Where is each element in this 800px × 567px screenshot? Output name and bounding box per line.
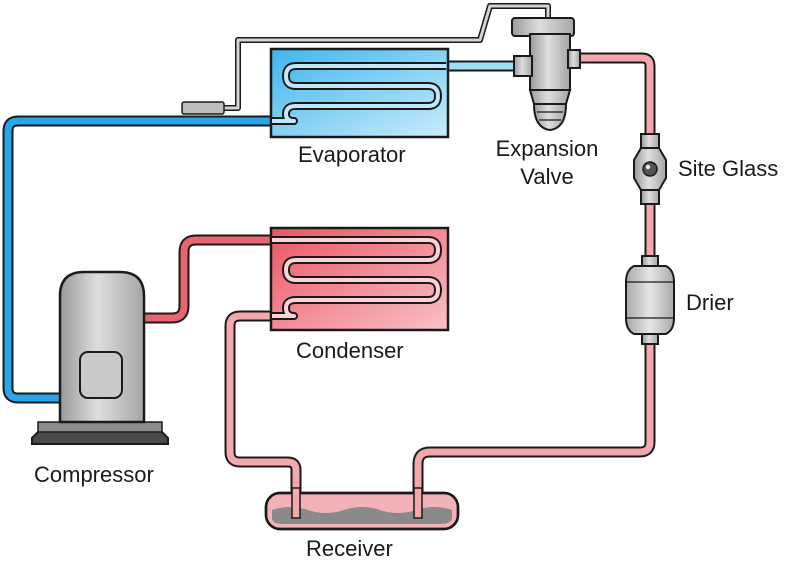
drier-label: Drier [686,290,734,315]
condenser-outlet-line [224,310,302,515]
liquid-line [412,52,656,515]
condenser [269,226,450,332]
sight-glass [633,133,667,205]
receiver-label: Receiver [306,536,393,561]
drier [625,255,675,345]
expansion-valve [511,17,581,132]
evaporator-label: Evaporator [298,142,406,167]
expansion-valve-label-line2: Valve [520,164,574,189]
capillary-tube [200,3,551,111]
sensing-bulb [181,101,225,115]
discharge-line [144,234,272,324]
expansion-valve-label-line1: Expansion [495,136,599,161]
receiver-tubes [291,487,423,519]
receiver [264,491,460,531]
compressor-label: Compressor [34,462,154,487]
evaporator [269,47,450,139]
compressor [31,270,169,445]
site-glass-label: Site Glass [678,156,779,181]
condenser-label: Condenser [296,338,404,363]
suction-line [2,115,272,404]
